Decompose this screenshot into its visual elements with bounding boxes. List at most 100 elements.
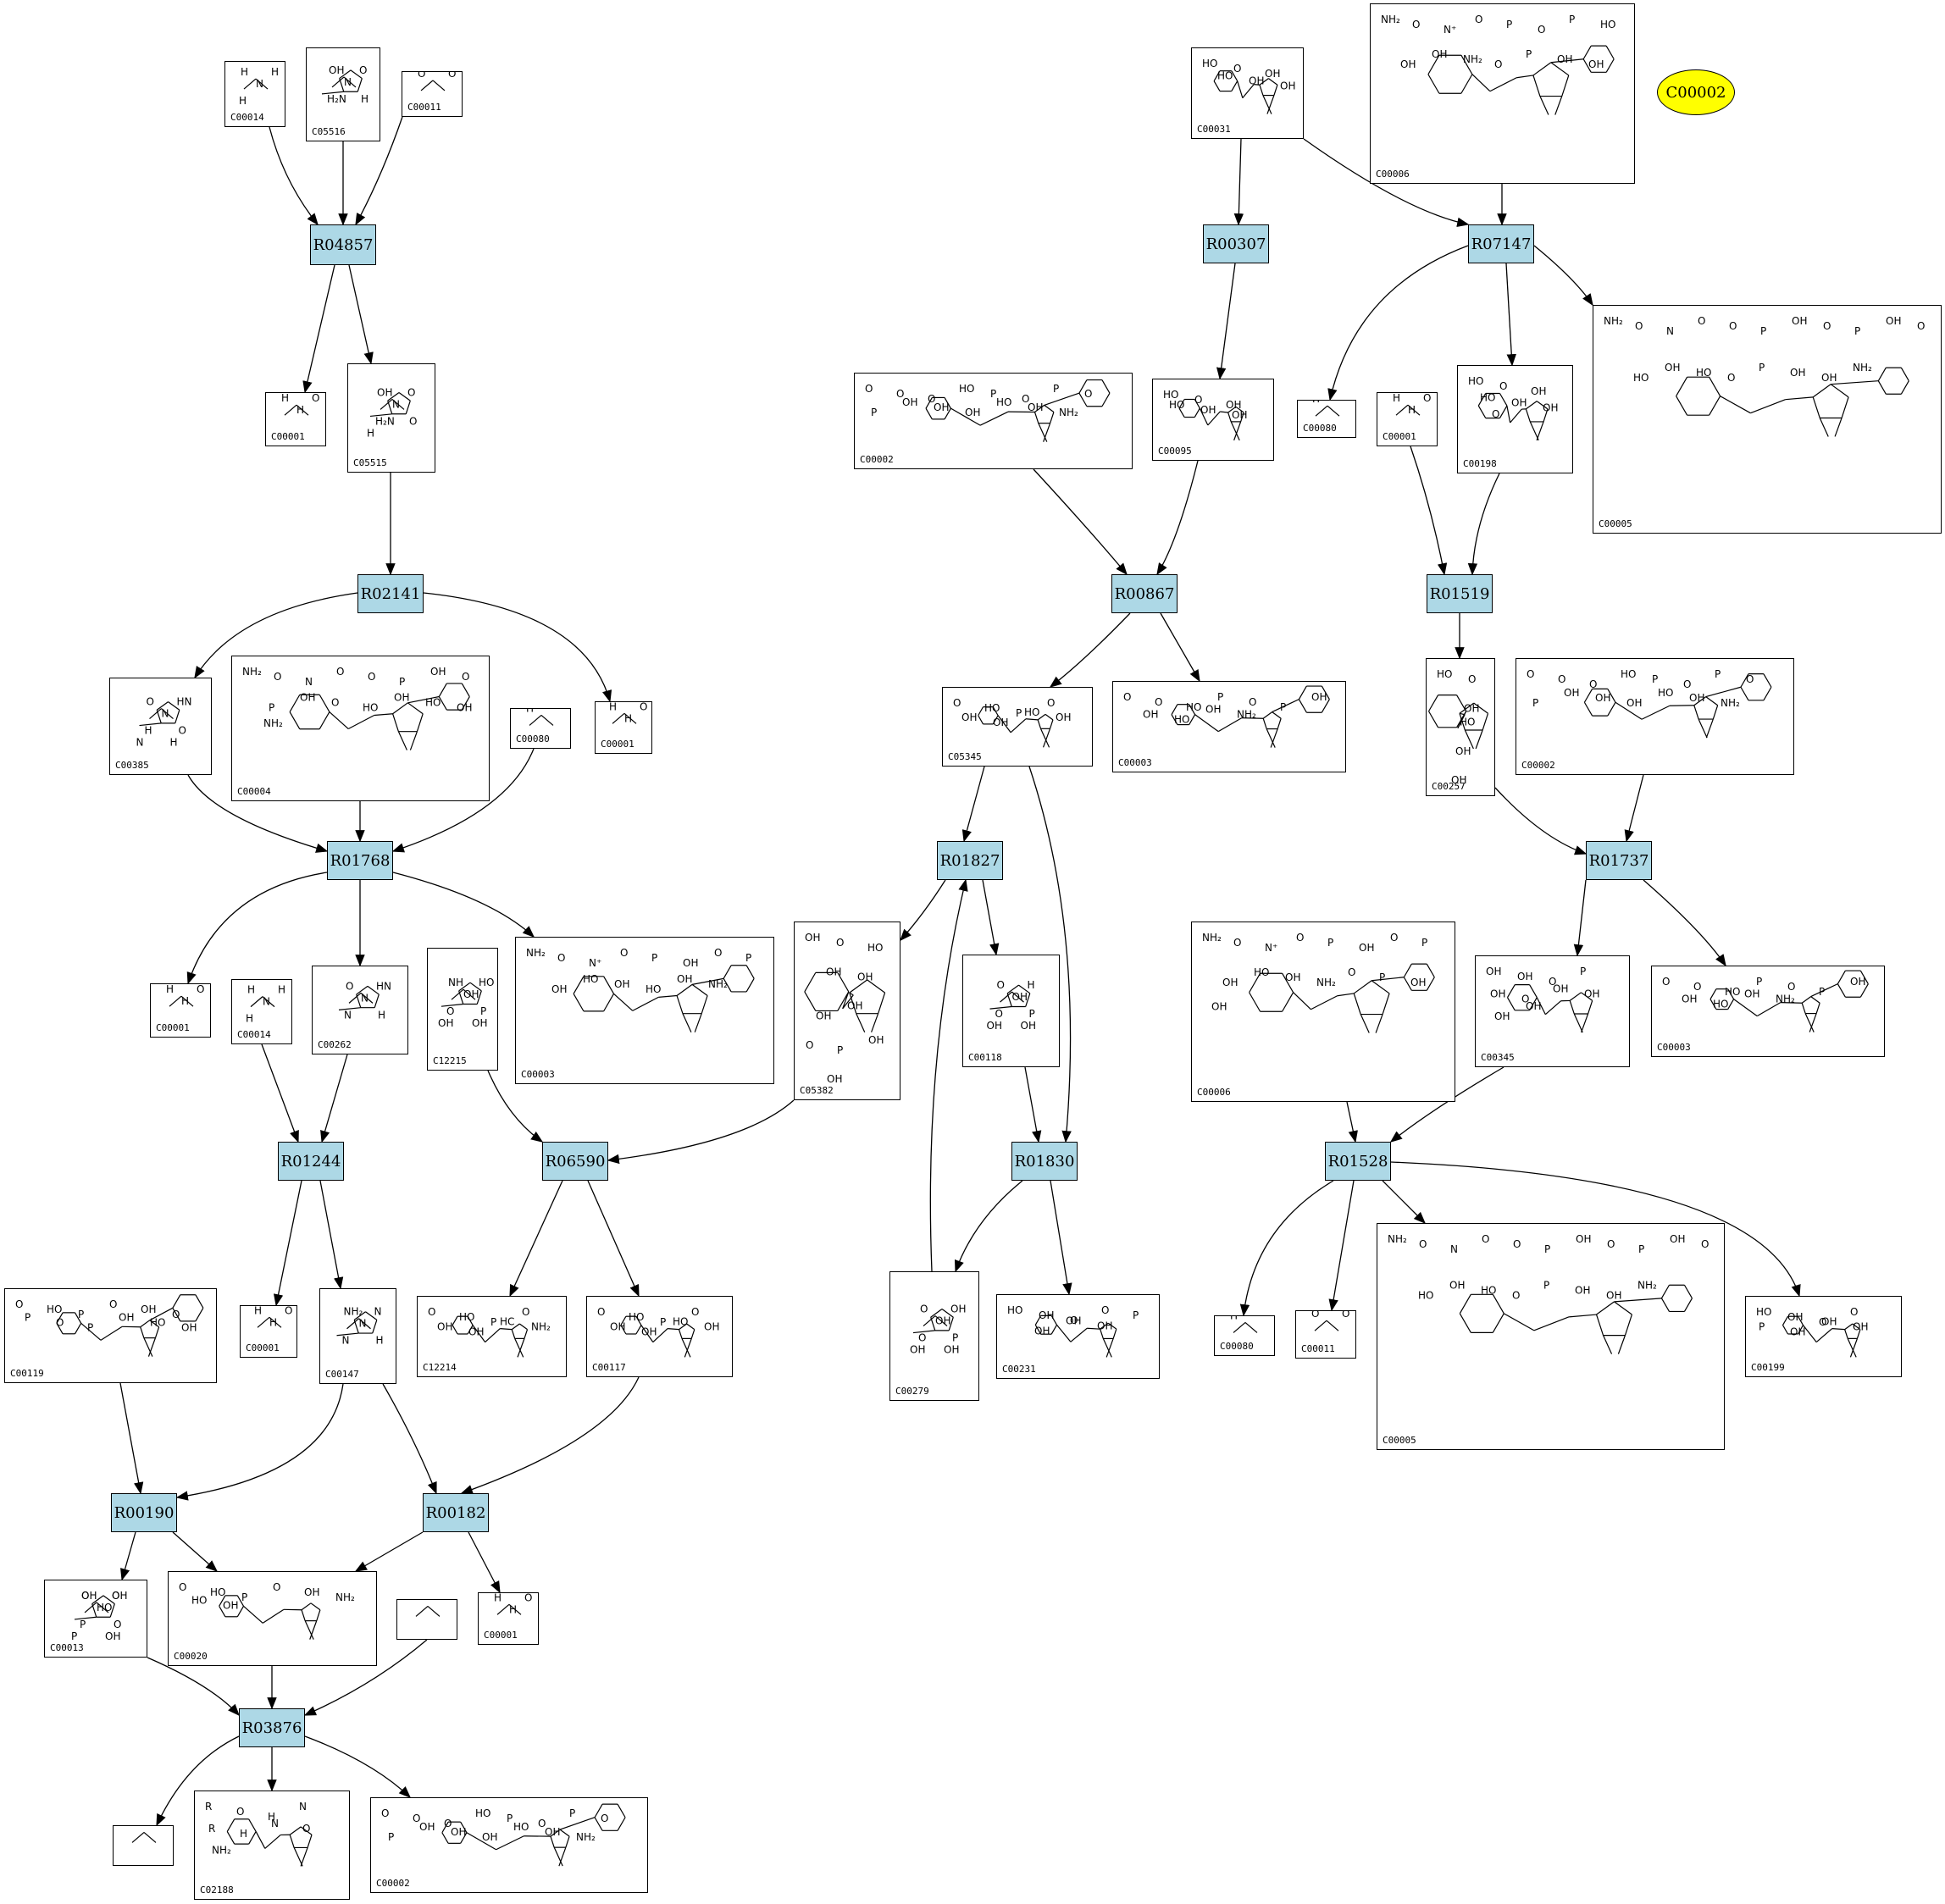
reaction-node[interactable]: R01737	[1586, 841, 1652, 880]
atom-label: HO	[1186, 701, 1201, 713]
compound-box[interactable]	[113, 1825, 174, 1866]
atom-label: OH	[1588, 58, 1604, 70]
compound-id: C00002	[1521, 760, 1555, 771]
reaction-node[interactable]: R01519	[1427, 574, 1493, 613]
atom-label: OH	[1012, 991, 1028, 1003]
atom-label: O	[336, 666, 344, 678]
atom-label: P	[1133, 1309, 1139, 1321]
atom-label: OH	[1886, 315, 1901, 327]
reaction-node[interactable]: R03876	[239, 1708, 305, 1747]
compound-box[interactable]	[396, 1599, 457, 1640]
compound-box[interactable]: HOOOHHOOHOHHOC00257	[1426, 658, 1495, 796]
atom-label: HO	[1169, 399, 1184, 411]
atom-label: OH	[641, 1326, 657, 1338]
reaction-node[interactable]: R01830	[1011, 1142, 1078, 1181]
reaction-node[interactable]: R07147	[1468, 224, 1534, 263]
reaction-node[interactable]: R00867	[1111, 574, 1178, 613]
atom-label: OH	[944, 1344, 959, 1356]
reaction-node[interactable]: R00190	[111, 1493, 177, 1532]
reaction-node[interactable]: R01827	[937, 841, 1003, 880]
atom-label: HO	[1217, 70, 1233, 82]
atom-label: O	[302, 1823, 310, 1835]
compound-box[interactable]: H⁺C00080	[510, 708, 571, 749]
atom-label: OH	[1626, 697, 1642, 709]
reaction-edge	[348, 264, 374, 365]
reaction-edge	[1410, 446, 1448, 576]
atom-label: OH	[1265, 68, 1280, 80]
reaction-node[interactable]: R04857	[310, 224, 376, 265]
atom-label: P	[569, 1807, 575, 1819]
atom-label: O	[407, 386, 415, 398]
highlighted-compound[interactable]: C00002	[1657, 69, 1735, 115]
atom-label: R	[208, 1823, 215, 1835]
compound-id: C00198	[1463, 458, 1497, 469]
atom-label: NH₂	[1463, 53, 1482, 65]
atom-label: OH	[1464, 702, 1479, 714]
compound-box[interactable]: H⁺C00080	[1297, 400, 1356, 438]
reaction-node[interactable]: R01244	[278, 1142, 344, 1181]
atom-label: HO	[959, 383, 974, 395]
reaction-edge	[1050, 1180, 1072, 1296]
atom-label: R	[205, 1801, 212, 1813]
reaction-node[interactable]: R02141	[357, 574, 424, 613]
reaction-node[interactable]: R00307	[1203, 224, 1269, 263]
atom-label: OH	[868, 1034, 884, 1046]
atom-label: P	[1759, 362, 1765, 374]
reaction-node[interactable]: R01768	[327, 841, 393, 880]
atom-label: O	[1538, 24, 1545, 36]
atom-label: P	[1506, 19, 1512, 30]
compound-box[interactable]: H⁺C00080	[1214, 1315, 1275, 1356]
compound-id: C02188	[200, 1885, 234, 1896]
atom-label: HO	[1658, 687, 1673, 699]
atom-label: H₂N	[327, 93, 346, 105]
reaction-node[interactable]: R06590	[542, 1142, 608, 1181]
reaction-node[interactable]: R01528	[1325, 1142, 1391, 1181]
reaction-node[interactable]: R00182	[423, 1493, 489, 1532]
atom-label: O	[1412, 19, 1420, 30]
